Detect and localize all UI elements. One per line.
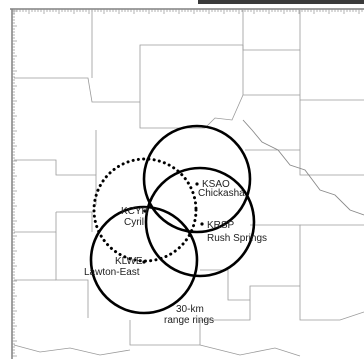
radar-site-klwe xyxy=(142,260,146,264)
label-krsp-id: KRSP xyxy=(207,220,235,231)
label-ksao-city: Chickasha xyxy=(198,188,245,199)
county-boundaries xyxy=(13,10,364,357)
radar-sites xyxy=(142,182,204,264)
radar-site-kcyr xyxy=(143,209,147,213)
range-ring-label-line1: 30-km xyxy=(176,304,204,315)
top-edge-strip xyxy=(198,0,364,4)
radar-site-krsp xyxy=(200,222,204,226)
range-ring-ksao xyxy=(142,124,252,234)
range-ring-label-line2: range rings xyxy=(164,315,214,326)
range-ring-klwe xyxy=(89,205,199,315)
radar-site-ksao xyxy=(195,182,199,186)
map-frame xyxy=(10,8,364,359)
label-klwe-id: KLWE xyxy=(115,256,143,267)
label-kcyr-id: KCYR xyxy=(121,206,149,217)
range-ring-krsp xyxy=(144,166,256,278)
label-kcyr-city: Cyril xyxy=(124,217,144,228)
label-ksao-id: KSAO xyxy=(202,179,230,190)
radar-labels: KSAO Chickasha KCYR Cyril KRSP Rush Spri… xyxy=(84,179,267,326)
label-klwe-city: Lawton-East xyxy=(84,267,140,278)
label-krsp-city: Rush Springs xyxy=(207,233,267,244)
